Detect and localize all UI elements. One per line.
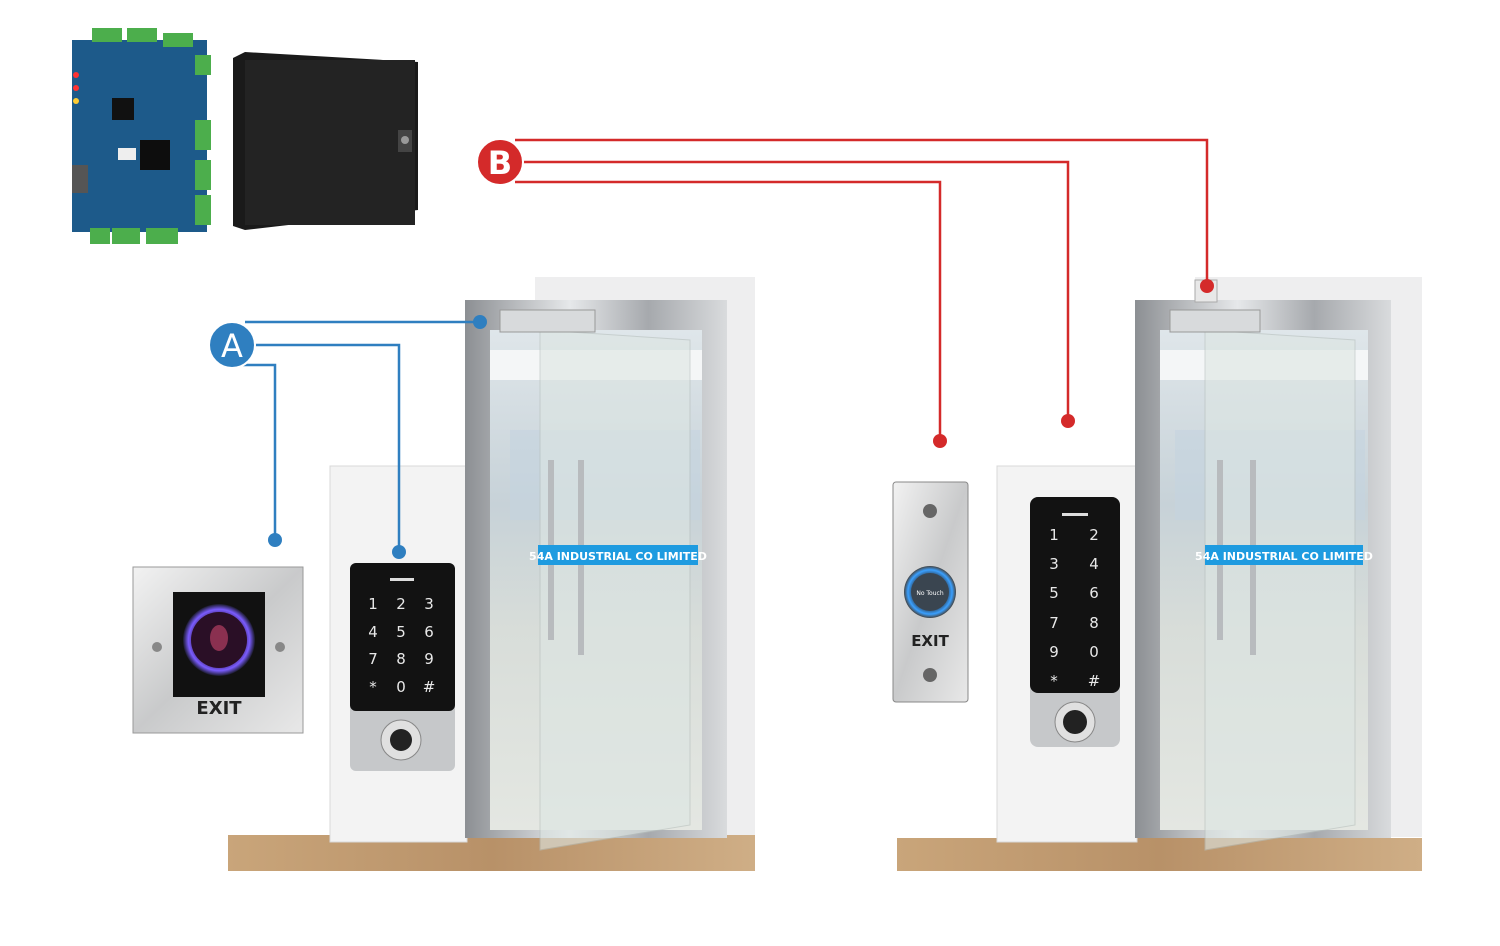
keypad-key[interactable]: 4 xyxy=(1089,555,1099,573)
marker-b-label: B xyxy=(488,144,512,182)
keypad-key[interactable]: 2 xyxy=(396,595,406,613)
connection-dot xyxy=(473,315,487,329)
wiring-b xyxy=(515,138,1209,441)
connection-dot xyxy=(933,434,947,448)
connection-dot xyxy=(1200,279,1214,293)
wire-b-keypad xyxy=(520,160,1070,421)
connection-dot xyxy=(268,533,282,547)
right-door-scene: 54A INDUSTRIAL CO LIMITED xyxy=(897,277,1422,871)
wire-a-keypad xyxy=(250,343,401,552)
keypad-key[interactable]: # xyxy=(423,678,436,696)
keypad-key[interactable]: 3 xyxy=(424,595,434,613)
left-exit-button: EXIT xyxy=(132,566,304,734)
marker-a: A xyxy=(208,321,256,369)
door-banner-text: 54A INDUSTRIAL CO LIMITED xyxy=(529,550,707,563)
wire-b-magnetic-lock xyxy=(515,138,1209,286)
keypad-key[interactable]: 9 xyxy=(1049,643,1059,661)
right-keypad-reader: 1 2 3 4 5 6 7 8 9 0 * # xyxy=(1030,497,1120,747)
keypad-key[interactable]: 4 xyxy=(368,623,378,641)
exit-label: EXIT xyxy=(196,698,242,719)
floor xyxy=(228,835,755,871)
keypad-key[interactable]: 5 xyxy=(396,623,406,641)
keypad-key[interactable]: 0 xyxy=(396,678,406,696)
keypad-key[interactable]: 3 xyxy=(1049,555,1059,573)
exit-label: EXIT xyxy=(911,632,949,650)
fingerprint-sensor-icon xyxy=(390,729,412,751)
keypad-key[interactable]: 7 xyxy=(1049,614,1059,632)
keypad-key[interactable]: 2 xyxy=(1089,526,1099,544)
connection-dot xyxy=(1061,414,1075,428)
wiring-a xyxy=(240,320,480,552)
controller-board xyxy=(72,28,211,244)
door-banner-text: 54A INDUSTRIAL CO LIMITED xyxy=(1195,550,1373,563)
keypad-key[interactable]: 6 xyxy=(424,623,434,641)
keypad-key[interactable]: * xyxy=(369,678,377,696)
keypad-key[interactable]: * xyxy=(1050,672,1058,690)
keypad-key[interactable]: 5 xyxy=(1049,584,1059,602)
right-exit-button: No Touch EXIT xyxy=(892,481,969,703)
keypad-key[interactable]: 0 xyxy=(1089,643,1099,661)
connection-dot xyxy=(392,545,406,559)
keypad-key[interactable]: 8 xyxy=(396,650,406,668)
keypad-key[interactable]: 7 xyxy=(368,650,378,668)
left-door-scene: 54A INDUSTRIAL CO LIMITED xyxy=(228,277,755,871)
door-closer xyxy=(499,309,596,333)
no-touch-text: No Touch xyxy=(916,590,943,597)
marker-a-label: A xyxy=(221,327,243,365)
keypad-key[interactable]: 9 xyxy=(424,650,434,668)
keypad-key[interactable]: 8 xyxy=(1089,614,1099,632)
controller-enclosure xyxy=(233,52,418,230)
fingerprint-sensor-icon xyxy=(1063,710,1087,734)
keypad-key[interactable]: 1 xyxy=(1049,526,1059,544)
keypad-key[interactable]: 6 xyxy=(1089,584,1099,602)
floor xyxy=(897,838,1422,871)
marker-b: B xyxy=(476,138,524,186)
keypad-key[interactable]: # xyxy=(1088,672,1101,690)
wire-b-exit-button xyxy=(515,180,942,441)
wire-a-exit-button xyxy=(240,363,277,540)
door-closer xyxy=(1169,309,1261,333)
hand-icon xyxy=(210,625,228,651)
keypad-key[interactable]: 1 xyxy=(368,595,378,613)
